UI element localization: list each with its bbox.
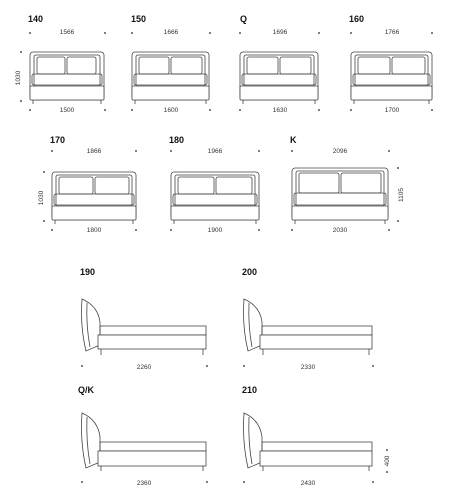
size-label: Q/K: [78, 385, 95, 395]
length-dimension: 2260: [137, 364, 152, 371]
inner-width-dimension: 1630: [273, 107, 288, 114]
size-label: 200: [242, 267, 257, 277]
side-view-190: 190 2260: [80, 267, 208, 371]
bed-side-drawing: [243, 298, 373, 355]
size-label: Q: [240, 14, 247, 24]
height-dimension: 1030: [38, 190, 45, 205]
front-view-160: 160 1766 1700: [349, 14, 433, 114]
bed-front-drawing: [239, 51, 319, 104]
bed-front-drawing: [291, 167, 389, 224]
bed-front-drawing: [350, 51, 433, 104]
front-view-170: 170 1866 1800 1030: [38, 135, 137, 234]
size-label: 170: [50, 135, 65, 145]
front-view-k: K 2096 2030 1105: [290, 135, 405, 234]
front-view-140: 140 1566 1500 1030: [15, 14, 106, 114]
front-view-180: 180 1966 1900: [169, 135, 260, 234]
outer-width-dimension: 1696: [273, 29, 288, 36]
bed-side-drawing: [81, 412, 207, 471]
height-dimension: 400: [384, 455, 391, 466]
inner-width-dimension: 1900: [208, 227, 223, 234]
outer-width-dimension: 1866: [87, 148, 102, 155]
side-view-qk: Q/K 2360: [78, 385, 208, 487]
bed-side-drawing: [243, 412, 373, 471]
length-dimension: 2430: [301, 480, 316, 487]
outer-width-dimension: 1966: [208, 148, 223, 155]
size-label: 180: [169, 135, 184, 145]
inner-width-dimension: 1700: [385, 107, 400, 114]
bed-front-drawing: [170, 171, 260, 224]
outer-width-dimension: 1766: [385, 29, 400, 36]
size-label: K: [290, 135, 297, 145]
inner-width-dimension: 1800: [87, 227, 102, 234]
size-label: 160: [349, 14, 364, 24]
size-label: 190: [80, 267, 95, 277]
size-label: 210: [242, 385, 257, 395]
length-dimension: 2360: [137, 480, 152, 487]
bed-front-drawing: [51, 171, 137, 224]
height-dimension: 1030: [15, 70, 22, 85]
size-label: 150: [131, 14, 146, 24]
bed-side-drawing: [81, 298, 207, 355]
size-label: 140: [28, 14, 43, 24]
side-view-200: 200 2330: [242, 267, 374, 371]
side-view-210: 210 2430 400: [242, 385, 391, 487]
inner-width-dimension: 1500: [60, 107, 75, 114]
length-dimension: 2330: [301, 364, 316, 371]
height-dimension: 1105: [398, 188, 405, 202]
bed-front-drawing: [29, 51, 105, 104]
front-view-150: 150 1666 1600: [131, 14, 211, 114]
inner-width-dimension: 2030: [333, 227, 348, 234]
inner-width-dimension: 1600: [164, 107, 179, 114]
front-view-q: Q 1696 1630: [239, 14, 320, 114]
outer-width-dimension: 2096: [333, 148, 348, 155]
bed-front-drawing: [131, 51, 210, 104]
outer-width-dimension: 1666: [164, 29, 179, 36]
outer-width-dimension: 1566: [60, 29, 75, 36]
